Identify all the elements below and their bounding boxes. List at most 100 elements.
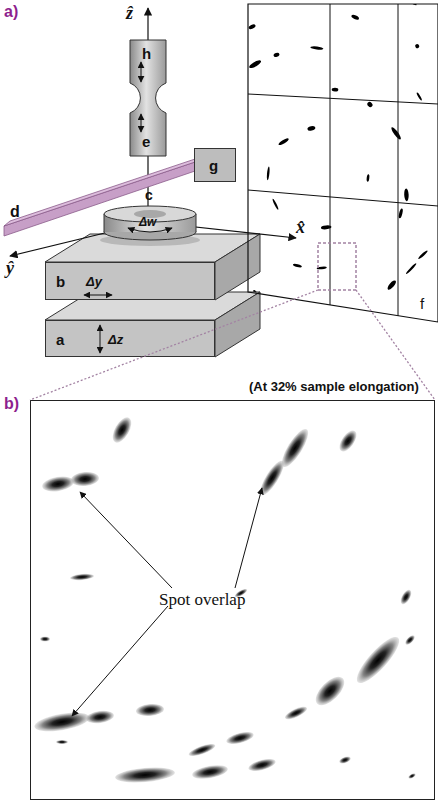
diffraction-spot — [336, 428, 360, 455]
stage-side — [215, 292, 260, 357]
diffraction-spot — [399, 588, 414, 606]
part-label: h — [142, 46, 151, 61]
diffraction-spot — [227, 193, 235, 206]
axis-label: x̂ — [296, 218, 305, 236]
motion-arrow — [141, 114, 142, 132]
diffraction-spot — [278, 137, 290, 146]
annotation-text: Δw — [139, 216, 156, 228]
diffraction-spot — [222, 0, 230, 4]
diffraction-spot — [414, 43, 420, 49]
diffraction-spot — [332, 88, 339, 92]
diffraction-spot — [310, 46, 323, 51]
diffraction-spot — [366, 174, 369, 182]
part-label: g — [209, 158, 218, 173]
diffraction-spot — [247, 757, 277, 774]
diffraction-spot — [351, 14, 360, 21]
detector-box: g — [194, 148, 236, 182]
part-label: b — [56, 274, 65, 289]
diffraction-spot — [41, 474, 75, 493]
diffraction-spot — [188, 193, 192, 204]
detector-grid — [248, 190, 438, 206]
diffraction-spot — [317, 266, 327, 269]
diffraction-spot — [396, 317, 406, 324]
zoom-region — [318, 243, 356, 290]
diffraction-spot — [109, 414, 135, 445]
annotation-text: Δy — [86, 275, 102, 288]
leader-arrow — [235, 488, 262, 588]
diffraction-spot — [40, 637, 50, 642]
translation-stage: b Δy — [45, 262, 215, 300]
diffraction-spot — [225, 730, 255, 747]
part-label: f — [420, 296, 424, 311]
diffraction-spot — [386, 279, 397, 291]
diffraction-spot — [191, 763, 229, 781]
detector-outline — [248, 4, 438, 322]
diffraction-spot — [178, 75, 189, 91]
panel-label: a) — [4, 4, 18, 20]
detector-grid — [248, 94, 438, 104]
diffraction-spot — [292, 340, 298, 344]
motion-arrow — [141, 62, 142, 82]
grip: he — [128, 38, 168, 158]
zoom-leader — [30, 290, 318, 400]
diffraction-spot — [70, 573, 94, 581]
diffraction-spot — [404, 0, 417, 6]
axis-label: ẑ — [126, 4, 133, 22]
diffraction-spot — [302, 306, 314, 310]
diffraction-spot — [190, 67, 197, 74]
rotation-stage: cΔw — [103, 190, 197, 242]
diffraction-spot — [404, 188, 409, 201]
diffraction-spot — [398, 208, 404, 219]
leader-arrow — [72, 606, 168, 716]
detector-grid — [330, 4, 331, 305]
diffraction-spot — [408, 772, 417, 779]
detector-grid — [398, 4, 399, 316]
diffraction-spot — [273, 52, 280, 58]
zoom-leader — [356, 290, 435, 400]
diffraction-spot — [211, 89, 222, 104]
annotation-text: Δz — [108, 333, 123, 346]
zoom-spots — [33, 414, 416, 784]
diffraction-spot — [272, 198, 279, 210]
diffraction-spot — [351, 632, 405, 689]
diffraction-spot — [85, 709, 114, 725]
diffraction-spot — [221, 37, 232, 44]
diffraction-spot — [404, 634, 417, 647]
diffraction-spot — [338, 755, 351, 765]
diffraction-spot — [399, 358, 405, 361]
translation-stage: aΔz — [45, 320, 215, 357]
diffraction-spot — [307, 125, 316, 131]
diffraction-spot — [283, 704, 308, 721]
diffraction-spot — [280, 374, 291, 377]
diffraction-spot — [294, 304, 300, 309]
part-label: d — [10, 204, 20, 220]
rotation-arrow — [128, 228, 172, 232]
diffraction-spot — [248, 59, 262, 70]
diffraction-spot — [129, 106, 132, 112]
diffraction-spot — [399, 354, 412, 362]
area-detector-shape — [248, 0, 438, 326]
diffraction-spot — [405, 263, 417, 275]
diffraction-spot — [187, 741, 216, 758]
diffraction-spot — [311, 672, 349, 710]
diffraction-spot — [179, 27, 186, 36]
diffraction-spot — [273, 373, 289, 376]
diffraction-spot — [417, 250, 428, 260]
leader-arrow — [80, 492, 172, 588]
axis-label: ŷ — [6, 259, 14, 277]
motion-arrow — [100, 325, 101, 353]
diffraction-spot — [266, 166, 270, 180]
grip-outline — [130, 40, 166, 156]
part-label: (At 32% sample elongation) — [249, 380, 419, 393]
diffraction-spot — [390, 126, 402, 140]
annotation-text: e — [142, 134, 150, 149]
beam-front — [4, 161, 198, 236]
diffraction-spot — [115, 765, 176, 784]
part-label: c — [145, 188, 153, 202]
diffraction-spot — [235, 215, 245, 230]
